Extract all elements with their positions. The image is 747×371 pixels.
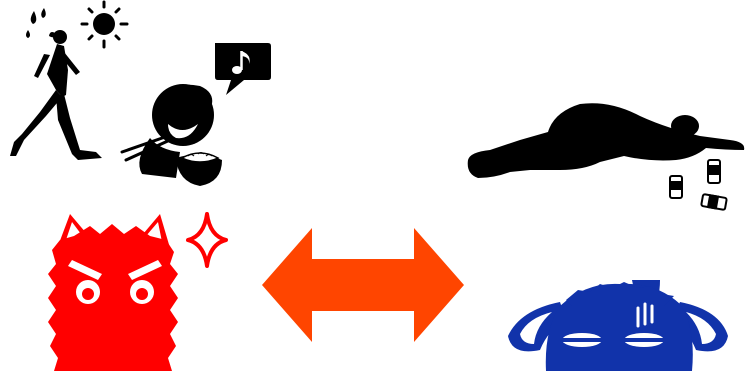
exhausted-blue-monster-icon — [508, 282, 728, 371]
double-headed-arrow-icon — [262, 228, 464, 342]
anger-sparkle-icon — [186, 212, 228, 268]
running-woman-icon — [10, 30, 102, 160]
music-note-speech-bubble-icon — [215, 43, 271, 95]
child-eating-rice-icon — [120, 84, 222, 186]
sweat-drops-icon — [26, 8, 46, 38]
collapsed-drunk-man-icon — [467, 103, 745, 178]
sun-icon — [80, 0, 129, 49]
beer-cans-icon — [669, 159, 728, 211]
angry-red-monster-icon — [48, 214, 178, 371]
